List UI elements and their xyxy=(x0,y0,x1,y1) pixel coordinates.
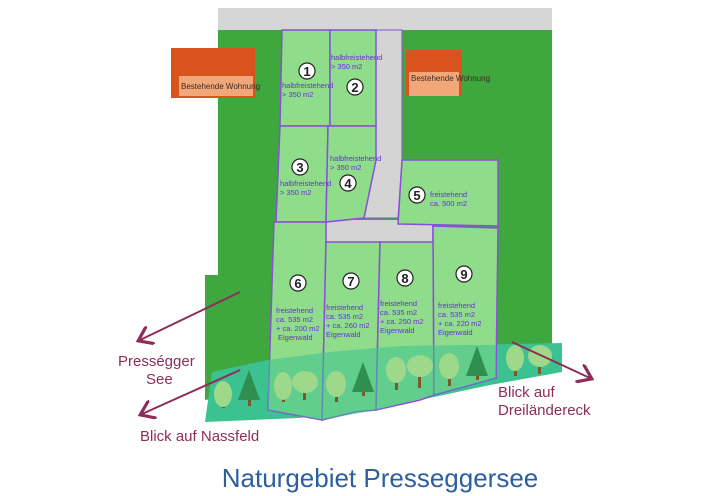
plot-8-forest-label: Eigenwald xyxy=(380,326,415,335)
tree-icon xyxy=(292,371,318,400)
tree-icon xyxy=(214,381,232,408)
svg-text:8: 8 xyxy=(401,271,408,286)
tree-icon xyxy=(439,353,459,386)
label-nassfeld: Blick auf Nassfeld xyxy=(140,428,259,445)
plot-7-type: freistehend xyxy=(326,303,363,312)
plot-9-forest-label: Eigenwald xyxy=(438,328,473,337)
top-road xyxy=(218,8,552,30)
svg-text:1: 1 xyxy=(303,64,310,79)
plot-8-type: freistehend xyxy=(380,299,417,308)
plot-6-forest-label: Eigenwald xyxy=(278,333,313,342)
plot-7-size: ca. 535 m2 xyxy=(326,312,363,321)
tree-icon xyxy=(326,371,346,402)
plot-8-forest: + ca. 250 m2 xyxy=(380,317,424,326)
plot-5-size: ca. 500 m2 xyxy=(430,199,467,208)
plot-number-badge: 1 xyxy=(298,62,316,80)
svg-text:6: 6 xyxy=(294,276,301,291)
plot-8-size: ca. 535 m2 xyxy=(380,308,417,317)
tree-icon xyxy=(386,357,406,390)
arrow-dreilaendereck xyxy=(511,341,590,378)
plot-number-badge: 8 xyxy=(396,269,414,287)
arrow-see xyxy=(140,291,241,340)
tree-icon xyxy=(407,355,433,388)
plot-9-forest: + ca. 220 m2 xyxy=(438,319,482,328)
existing-house-label: Bestehende Wohnung xyxy=(181,82,260,91)
plot-number-badge: 2 xyxy=(346,78,364,96)
tree-icon xyxy=(506,345,524,376)
footer-title: Naturgebiet Presseggersee xyxy=(222,463,539,493)
svg-text:3: 3 xyxy=(296,160,303,175)
label-dreilaender-1: Blick auf xyxy=(498,384,556,401)
plot-3-type: halbfreistehend xyxy=(280,179,331,188)
tree-icon xyxy=(274,372,292,402)
plot-9-size: ca. 535 m2 xyxy=(438,310,475,319)
existing-house-right: Bestehende Wohnung xyxy=(406,50,490,96)
plot-descriptions: halbfreistehend > 350 m2 halbfreistehend… xyxy=(276,53,482,342)
label-dreilaender-2: Dreiländereck xyxy=(498,402,591,419)
svg-text:7: 7 xyxy=(347,274,354,289)
plot-6-type: freistehend xyxy=(276,306,313,315)
label-see-2: See xyxy=(146,371,173,388)
svg-text:5: 5 xyxy=(413,188,420,203)
plot-6-size: ca. 535 m2 xyxy=(276,315,313,324)
plot-6-forest: + ca. 200 m2 xyxy=(276,324,320,333)
plot-number-badge: 7 xyxy=(342,272,360,290)
plot-number-badge: 5 xyxy=(408,186,426,204)
plot-7-forest: + ca. 260 m2 xyxy=(326,321,370,330)
plot-5[interactable] xyxy=(397,159,499,227)
plot-2[interactable] xyxy=(329,29,377,127)
plot-4[interactable] xyxy=(325,125,377,223)
plot-4-type: halbfreistehend xyxy=(330,154,381,163)
plot-7-forest-label: Eigenwald xyxy=(326,330,361,339)
plot-number-badge: 9 xyxy=(455,265,473,283)
svg-text:9: 9 xyxy=(460,267,467,282)
label-see-1: Prességger xyxy=(118,353,195,370)
existing-house-left: Bestehende Wohnung xyxy=(171,48,260,98)
plot-number-badge: 6 xyxy=(289,274,307,292)
svg-text:2: 2 xyxy=(351,80,358,95)
plot-2-size: > 350 m2 xyxy=(331,62,362,71)
plot-number-badges: 1 2 3 4 5 6 7 8 9 xyxy=(289,62,473,292)
cross-road xyxy=(313,220,433,242)
plot-number-badge: 3 xyxy=(291,158,309,176)
plot-2-type: halbfreistehend xyxy=(331,53,382,62)
plot-1-type: halbfreistehend xyxy=(282,81,333,90)
plot-number-badge: 4 xyxy=(339,174,357,192)
tree-icon xyxy=(466,346,488,380)
trees xyxy=(214,345,552,408)
plot-9-type: freistehend xyxy=(438,301,475,310)
plot-4-size: > 350 m2 xyxy=(330,163,361,172)
arrow-nassfeld xyxy=(142,369,241,414)
existing-house-label: Bestehende Wohnung xyxy=(411,74,490,83)
tree-icon xyxy=(238,370,260,406)
tree-icon xyxy=(352,362,374,396)
plot-3-size: > 350 m2 xyxy=(280,188,311,197)
forest-overlay xyxy=(268,345,496,420)
plot-1-size: > 350 m2 xyxy=(282,90,313,99)
svg-text:4: 4 xyxy=(344,176,352,191)
plot-5-type: freistehend xyxy=(430,190,467,199)
